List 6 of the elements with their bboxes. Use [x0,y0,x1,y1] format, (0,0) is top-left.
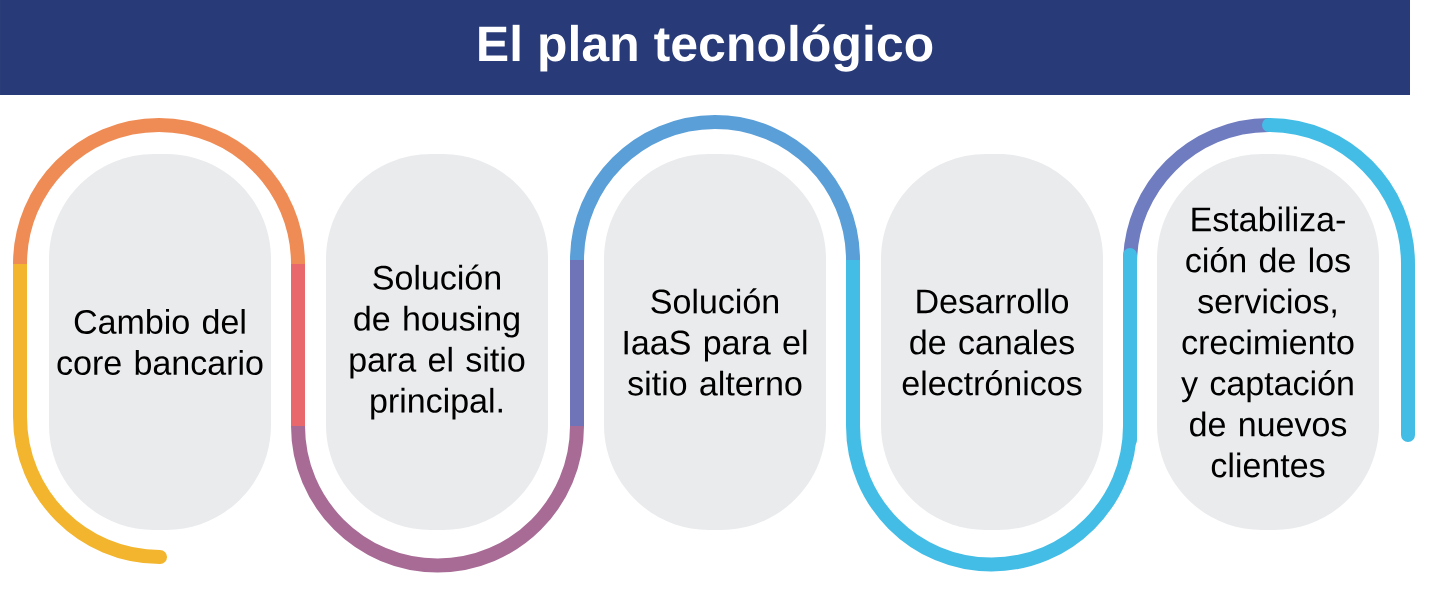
step-pill: Cambio del core bancario [49,154,271,530]
step-pill: Desarrollo de canales electrónicos [881,154,1103,530]
step-pill: Solución de housing para el sitio principal. [326,154,548,530]
step-pill: Estabiliza-ción de los servicios, crecimiento y captación de nuevos clientes [1157,154,1379,530]
step-pill: Solución IaaS para el sitio alterno [604,154,826,530]
title-banner: El plan tecnológico [0,0,1410,95]
